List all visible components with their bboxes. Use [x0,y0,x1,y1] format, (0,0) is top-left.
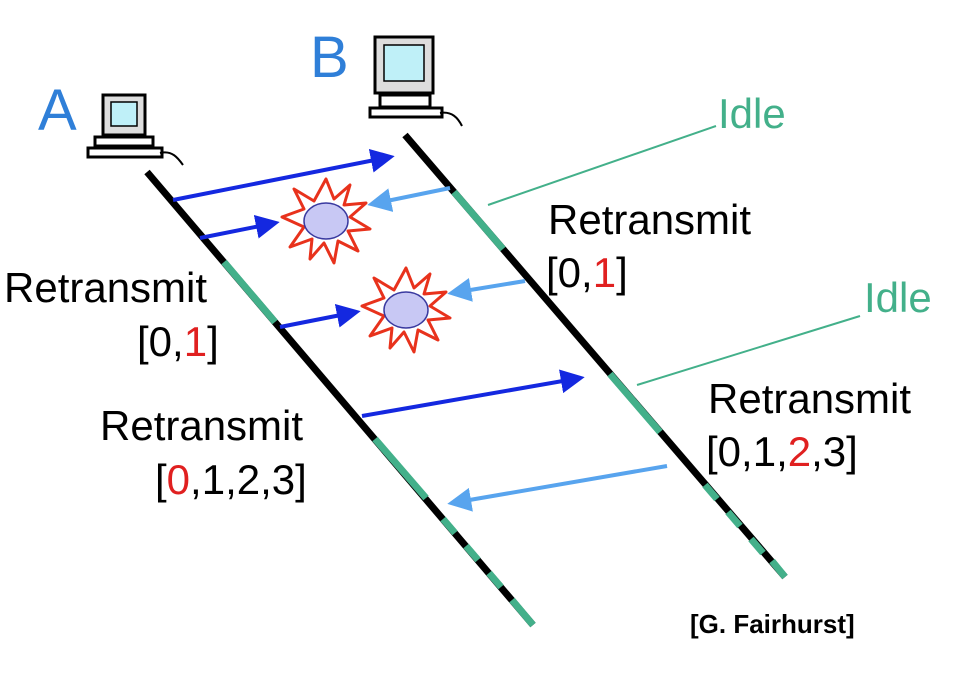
node-b-label: B [310,25,349,90]
computer-b-icon [368,35,463,127]
retransmit-window-4: [0,1,2,3] [706,428,858,475]
data-frame-arrow-4 [361,369,585,418]
idle-label-1: Idle [718,90,786,137]
retransmit-window-1: [0,1] [546,249,628,296]
retransmit-title-1: Retransmit [548,196,751,243]
timeline-a [144,169,536,628]
retransmit-window-2: [0,1] [137,318,219,365]
data-frame-arrow-3 [279,303,361,329]
retransmit-title-3: Retransmit [100,402,303,449]
credit-label: [G. Fairhurst] [690,609,855,639]
data-frame-arrow-1 [172,148,395,202]
frame-lost-burst-icon [360,266,452,354]
computer-a-icon [86,93,184,166]
node-a-label: A [38,78,77,143]
ack-arrow-1 [367,186,451,212]
timeline-b [402,132,788,580]
idle-leader-line-1 [487,125,717,206]
frame-lost-burst-icon [280,177,372,265]
data-frame-arrow-2 [199,214,280,240]
ack-arrow-2 [447,278,526,302]
retransmit-title-2: Retransmit [4,264,207,311]
ack-arrow-3 [447,464,668,512]
idle-leader-line-2 [636,315,861,386]
retransmit-window-3: [0,1,2,3] [155,456,307,503]
retransmit-title-4: Retransmit [708,375,911,422]
idle-label-2: Idle [864,274,932,321]
